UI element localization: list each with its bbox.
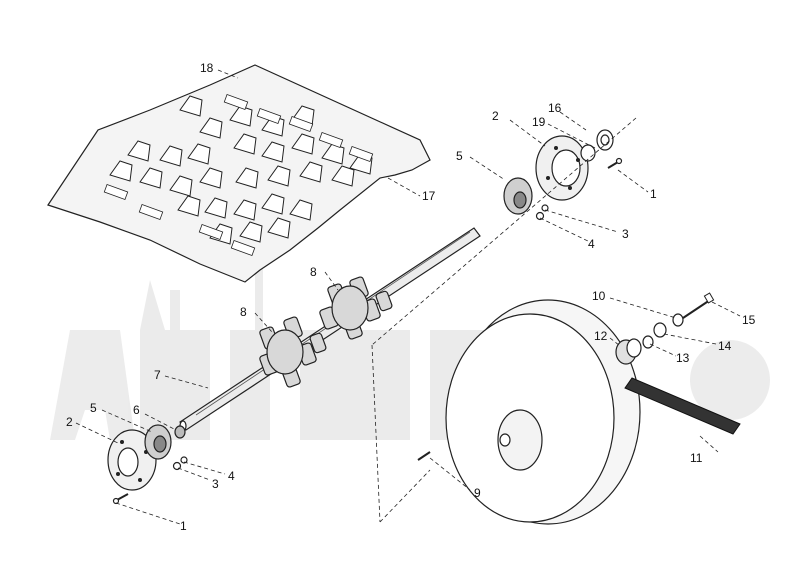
bolt-right: [607, 157, 623, 169]
washer-nut-right: [535, 204, 549, 221]
label-1-right: 1: [650, 187, 657, 201]
bolt-left: [112, 493, 129, 505]
flange-right: [535, 135, 589, 201]
label-2-left: 2: [66, 415, 73, 429]
label-18: 18: [200, 61, 214, 75]
label-3-right: 3: [622, 227, 629, 241]
label-9: 9: [474, 486, 481, 500]
seal-right: [580, 129, 614, 162]
washer-10: [672, 313, 684, 327]
label-6: 6: [133, 403, 140, 417]
label-11: 11: [690, 451, 703, 465]
spacer-pin: [615, 338, 642, 365]
sprocket-lower: [259, 316, 327, 388]
label-12: 12: [594, 329, 608, 343]
label-13: 13: [676, 351, 690, 365]
label-2-right: 2: [492, 109, 499, 123]
collar-left: [174, 425, 186, 439]
label-4-right: 4: [588, 237, 595, 251]
label-16: 16: [548, 101, 562, 115]
label-17: 17: [422, 189, 436, 203]
bolt-15: [682, 292, 715, 319]
label-1-left: 1: [180, 519, 187, 533]
callout-labels: 18 2 16 19 5 1 3 4 17 8 8 7 6 5 2 4 3 1 …: [66, 61, 756, 533]
sprocket-upper: [319, 276, 393, 340]
washer-13: [642, 335, 654, 349]
watermark-logo: [50, 260, 770, 440]
label-19: 19: [532, 115, 546, 129]
label-5-right: 5: [456, 149, 463, 163]
flange-left: [107, 429, 157, 491]
drive-wheel: [417, 299, 641, 525]
leader-lines: [75, 69, 741, 525]
label-14: 14: [718, 339, 732, 353]
label-15: 15: [742, 313, 756, 327]
bearing-right: [503, 177, 533, 215]
washer-14: [653, 322, 667, 338]
bearing-left: [144, 424, 172, 460]
label-3-left: 3: [212, 477, 219, 491]
label-4-left: 4: [228, 469, 235, 483]
label-7: 7: [154, 368, 161, 382]
label-5-left: 5: [90, 401, 97, 415]
track-belt: [47, 64, 431, 283]
label-10: 10: [592, 289, 606, 303]
label-8-upper: 8: [310, 265, 317, 279]
washer-nut-left: [172, 456, 188, 471]
label-8-lower: 8: [240, 305, 247, 319]
drive-chain: [624, 377, 741, 435]
